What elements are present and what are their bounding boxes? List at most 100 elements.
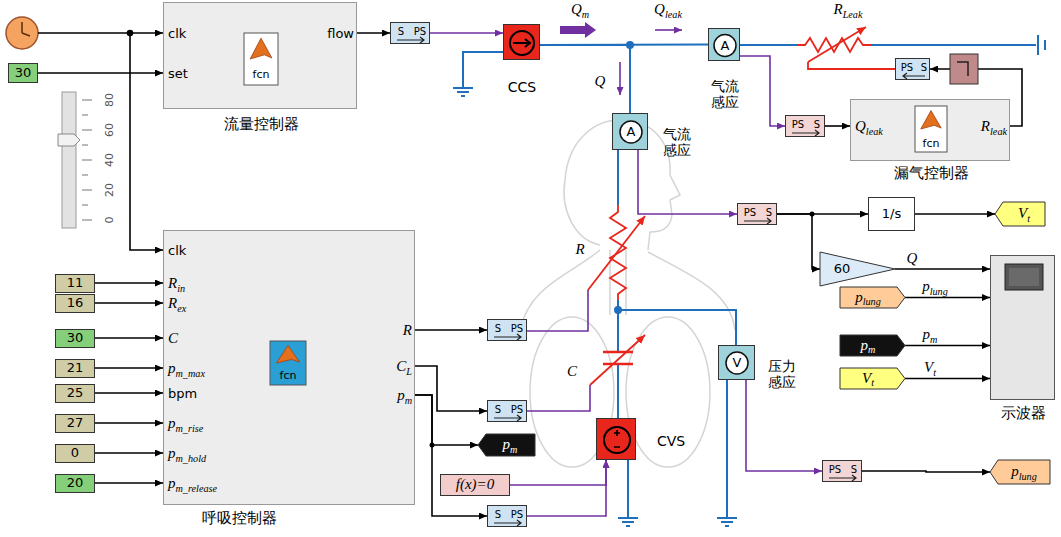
node-icon [504,25,541,61]
constant-block: 30 [8,63,38,83]
label-text: S [495,404,501,416]
wire-label: Q [906,250,919,267]
signal-wire [430,32,503,34]
signal-wire [38,72,163,74]
signal-wire [905,345,990,347]
label-text: pm_hold [168,445,206,462]
node-icon [164,3,358,110]
annotation-label: Qm [571,1,589,18]
signal-wire [415,395,478,445]
current-source: CCS [503,24,540,60]
label-text: Vt [1018,205,1030,222]
label-text: 1/s [882,207,901,222]
slider-gauge [58,92,92,228]
goto-tag: plung [990,460,1050,484]
solver-config: f(x)=0 [440,474,510,496]
signal-wire [746,380,822,471]
signal-wire [95,422,163,424]
wire-label: plung [921,278,949,295]
signal-wire [895,268,990,270]
leak-controller-block: QleakfcnRleak漏气控制器 [850,99,1010,161]
flow-sensor: A气流 感应 [612,113,648,150]
node-icon [597,419,637,461]
signal-wire [95,302,163,304]
signal-wire [905,378,990,380]
annotation-label: 80 [104,93,117,107]
label-text: S [814,119,820,131]
label-text: fcn [280,370,297,383]
label-text: 21 [67,361,84,376]
label-text: 30 [67,331,84,346]
label-text: 漏气控制器 [894,165,969,182]
body-silhouette [520,120,735,467]
annotation-label: 0 [104,217,117,224]
label-text: pm_max [168,360,205,377]
label-text: pm [397,387,412,404]
label-text: Rex [168,295,186,312]
label-text: f(x)=0 [456,476,494,493]
scope-block: 示波器 [990,255,1055,400]
label-text: C [168,330,178,347]
label-text: A [627,125,636,140]
memory-block [950,54,978,84]
signal-wire [740,56,785,126]
label-text: bpm [168,387,197,402]
signal-wire [905,297,990,299]
label-text: PS [414,26,426,38]
label-text: PS [511,509,523,521]
label-text: clk [168,244,186,259]
label-text: fcn [923,138,940,151]
converter-block: S PS [390,22,430,44]
voltage-source: CVS [596,418,636,460]
label-text: 25 [67,386,84,401]
breath-controller-block: clkRinRexCpm_maxbpmpm_risepm_holdpm_rele… [163,230,415,505]
signal-wire [527,460,606,516]
constant-block: 20 [55,474,95,493]
signal-wire [95,367,163,369]
label-text: S [766,207,772,219]
signal-wire [95,452,163,454]
label-text: set [168,67,188,82]
converter-block: PSS [895,58,930,80]
signal-wire [862,471,990,472]
label-text: S [398,26,404,38]
signal-wire [510,460,606,485]
wire-label: Vt [923,359,937,376]
converter-block: S PS [487,400,527,422]
signal-wire [95,392,163,394]
label-text: PS [744,207,756,219]
label-text: CVS [657,433,685,449]
label-text: 呼吸控制器 [202,510,277,527]
label-text: fcn [253,69,270,82]
gain-block: 60 [820,252,895,286]
label-text: 27 [67,416,84,431]
constant-block: 21 [55,359,95,378]
constant-block: 11 [55,274,95,293]
converter-block: PSS [822,460,862,482]
constant-block: 16 [55,294,95,313]
label-text: PS [511,404,523,416]
label-text: pm_release [168,475,217,492]
label-text: 16 [67,296,84,311]
wire-label: pm [922,326,939,343]
label-text: clk [168,27,186,42]
annotation-label: Qleak [654,1,682,18]
signal-wire [825,125,850,127]
pressure-sensor: V压力 感应 [718,345,755,380]
integrator-block: 1/s [868,197,915,231]
label-text: S [921,62,927,74]
flow-sensor: A气流 感应 [708,28,740,61]
clock-source [6,17,38,49]
label-text: CL [396,358,412,375]
annotation-label: 20 [104,183,117,197]
label-text: A [721,38,730,53]
annotation-label: R [575,241,584,258]
constant-block: 0 [55,444,95,463]
annotation-label: C [567,363,577,380]
label-text: flow [327,27,354,42]
label-text: S [851,464,857,476]
label-text: 流量控制器 [224,116,299,133]
label-text: plung [855,289,881,306]
label-text: 压力 感应 [766,358,798,390]
label-text: 0 [71,446,79,461]
